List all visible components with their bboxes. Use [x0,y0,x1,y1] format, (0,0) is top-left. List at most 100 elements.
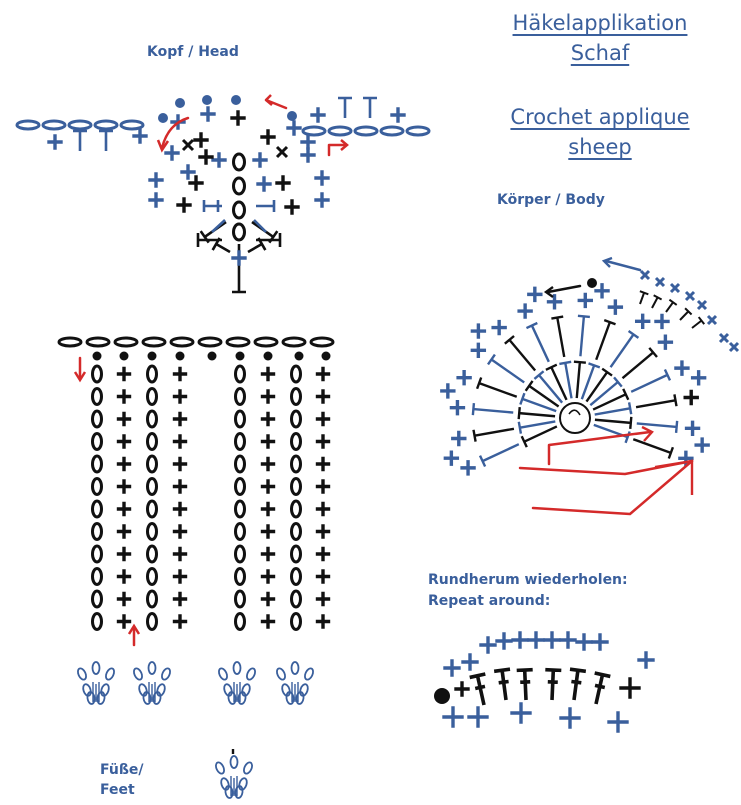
chain-symbol [146,409,158,429]
single-crochet-symbol [694,437,710,453]
chain-symbol [146,544,158,564]
body-diagram [440,256,740,516]
slip-stitch-symbol [202,95,212,105]
single-crochet-symbol [690,370,707,386]
single-crochet-symbol [442,706,464,728]
chain-symbol [232,176,246,196]
chain-symbol [91,499,103,519]
double-crochet-symbol [247,237,267,254]
slip-stitch-symbol [175,351,185,361]
double-crochet-symbol [545,363,568,401]
chain-symbol [281,336,307,348]
double-crochet-symbol [99,129,113,151]
single-crochet-symbol [172,614,188,629]
double-crochet-symbol [363,96,377,118]
slip-stitch-symbol [287,111,297,121]
black-arrow [546,284,582,294]
slip-stitch-symbol [294,351,304,361]
single-crochet-symbol [172,389,188,404]
chain-symbol [57,336,83,348]
single-crochet-symbol [172,456,188,472]
single-crochet-symbol [260,501,276,517]
chain-symbol [290,432,302,451]
legs-diagram [57,336,335,705]
single-crochet-symbol [172,501,188,517]
chain-symbol [290,454,302,474]
double-crochet-symbol [589,376,623,407]
single-crochet-symbol [315,479,331,494]
slip-stitch-symbol [158,113,168,123]
double-crochet-symbol [577,314,590,357]
double-crochet-symbol [211,219,267,233]
single-crochet-symbol [470,342,487,359]
double-crochet-symbol [594,671,611,705]
single-crochet-symbol [460,460,476,476]
single-crochet-symbol [684,290,696,302]
single-crochet-symbol [315,366,331,382]
double-crochet-symbol [517,407,556,420]
single-crochet-symbol [181,138,195,152]
chain-symbol [234,544,246,564]
single-crochet-symbol [315,501,331,517]
chain-symbol [290,364,302,384]
single-crochet-symbol [256,176,272,192]
slip-stitch-symbol [587,278,597,288]
single-crochet-symbol [594,283,610,299]
title-german-line1: Häkelapplikation [512,11,688,35]
chain-symbol [234,522,246,541]
single-crochet-symbol [674,360,690,376]
blue-arrow-head [601,256,613,268]
repeat-label-english: Repeat around: [428,593,551,609]
chain-symbol [234,364,246,384]
single-crochet-symbol [260,456,276,472]
single-crochet-symbol [231,250,247,266]
double-crochet-symbol [594,416,633,429]
single-crochet-symbol [315,524,331,539]
single-crochet-symbol [310,107,326,123]
single-crochet-symbol [260,129,276,145]
chain-symbol [146,522,158,541]
chain-symbol [197,336,223,348]
chain-symbol [91,544,103,564]
single-crochet-symbol [230,110,246,126]
double-crochet-symbol [573,360,586,399]
red-arrow [547,430,652,466]
chain-symbol [91,589,103,609]
single-crochet-symbol [116,591,132,607]
chain-symbol [234,567,246,586]
slip-stitch-symbol [321,351,331,361]
chain-symbol [234,499,246,519]
single-crochet-symbol [440,383,456,399]
single-crochet-symbol [619,677,641,699]
single-crochet-symbol [607,299,624,315]
single-crochet-symbol [164,145,180,161]
single-crochet-symbol [172,546,188,562]
chain-symbol [146,499,158,519]
magic-ring-symbol [568,409,581,416]
foot-diagram [215,749,253,799]
single-crochet-symbol [172,524,188,539]
single-crochet-symbol [559,631,577,649]
red-arrow-head [127,623,141,635]
chain-symbol [290,522,302,541]
single-crochet-symbol [683,389,699,406]
single-crochet-symbol [260,411,276,427]
single-crochet-symbol [718,332,730,344]
black-arrow-head [543,286,554,298]
single-crochet-symbol [657,334,674,350]
double-crochet-symbol [256,200,276,212]
single-crochet-symbol [116,546,132,562]
chain-symbol [169,336,195,348]
single-crochet-symbol [116,434,132,449]
chain-symbol [309,336,335,348]
double-crochet-symbol [524,380,560,408]
single-crochet-symbol [443,659,461,677]
single-crochet-symbol [315,434,331,449]
single-crochet-symbol [728,341,740,353]
single-crochet-symbol [527,286,543,303]
chain-symbol [327,125,353,137]
chain-symbol [234,477,246,496]
red-arrow-head [641,425,654,442]
single-crochet-symbol [260,591,276,607]
